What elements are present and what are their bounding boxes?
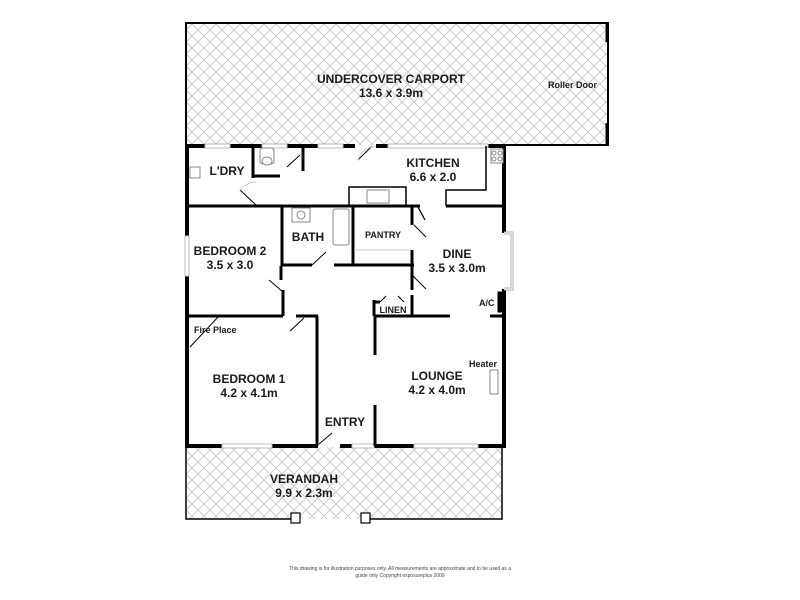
verandah-area [185, 447, 503, 524]
room-kitchen: KITCHEN 6.6 x 2.0 [406, 156, 459, 185]
room-dine: DINE 3.5 x 3.0m [428, 247, 485, 276]
basin-bowl-icon [296, 210, 306, 220]
room-name: PANTRY [365, 230, 401, 240]
fixtures [189, 147, 505, 395]
disclaimer-line-2: guide only Copyright exposureplus 2009 [355, 573, 445, 579]
room-dimension: 4.2 x 4.1m [220, 386, 278, 400]
ac-note: A/C [479, 298, 495, 308]
room-dimension: 6.6 x 2.0 [409, 170, 457, 184]
room-name: LOUNGE [411, 369, 463, 383]
windows [184, 143, 514, 449]
room-dimension: 4.2 x 4.0m [408, 383, 466, 397]
heater-icon [489, 369, 499, 395]
roller-door-note: Roller Door [548, 80, 598, 90]
room-name: DINE [442, 247, 472, 261]
disclaimer-line-1: This drawing is for illustration purpose… [289, 566, 511, 572]
post-right [360, 512, 371, 524]
room-lounge: LOUNGE 4.2 x 4.0m [408, 369, 465, 398]
toilet-bowl-icon [261, 156, 273, 166]
room-name: BATH [291, 230, 325, 244]
room-carport: UNDERCOVER CARPORT 13.6 x 3.9m [317, 72, 465, 101]
exterior-walls [185, 144, 506, 448]
heater-note: Heater [469, 359, 498, 369]
room-laundry: L'DRY [209, 164, 244, 178]
room-name: KITCHEN [406, 156, 460, 170]
room-name: BEDROOM 2 [193, 244, 267, 258]
room-bedroom-2: BEDROOM 2 3.5 x 3.0 [194, 244, 267, 273]
room-name: L'DRY [209, 164, 245, 178]
fire-place-note: Fire Place [194, 325, 237, 335]
room-name: LINEN [379, 305, 407, 315]
bathtub-icon [332, 208, 350, 246]
post-left [290, 512, 301, 524]
room-dimension: 9.9 x 2.3m [275, 486, 333, 500]
interior-walls [187, 146, 504, 446]
laundry-tub-icon [189, 166, 201, 179]
room-dimension: 3.5 x 3.0m [428, 261, 486, 275]
room-verandah: VERANDAH 9.9 x 2.3m [270, 472, 338, 501]
room-name: ENTRY [324, 415, 366, 429]
room-name: VERANDAH [269, 472, 339, 486]
room-name: UNDERCOVER CARPORT [316, 72, 466, 86]
room-dimension: 3.5 x 3.0 [206, 258, 254, 272]
room-pantry: PANTRY [365, 228, 401, 242]
room-linen: LINEN [380, 303, 407, 317]
room-bath: BATH [292, 230, 324, 244]
doors [189, 145, 427, 445]
room-dimension: 13.6 x 3.9m [358, 86, 424, 100]
room-bedroom-1: BEDROOM 1 4.2 x 4.1m [213, 372, 286, 401]
room-name: BEDROOM 1 [212, 372, 286, 386]
carport-area [185, 22, 609, 146]
disclaimer: This drawing is for illustration purpose… [270, 566, 530, 580]
kitchen-sink-icon [366, 189, 390, 204]
room-entry: ENTRY [325, 415, 365, 429]
ac-unit-icon [497, 291, 505, 313]
